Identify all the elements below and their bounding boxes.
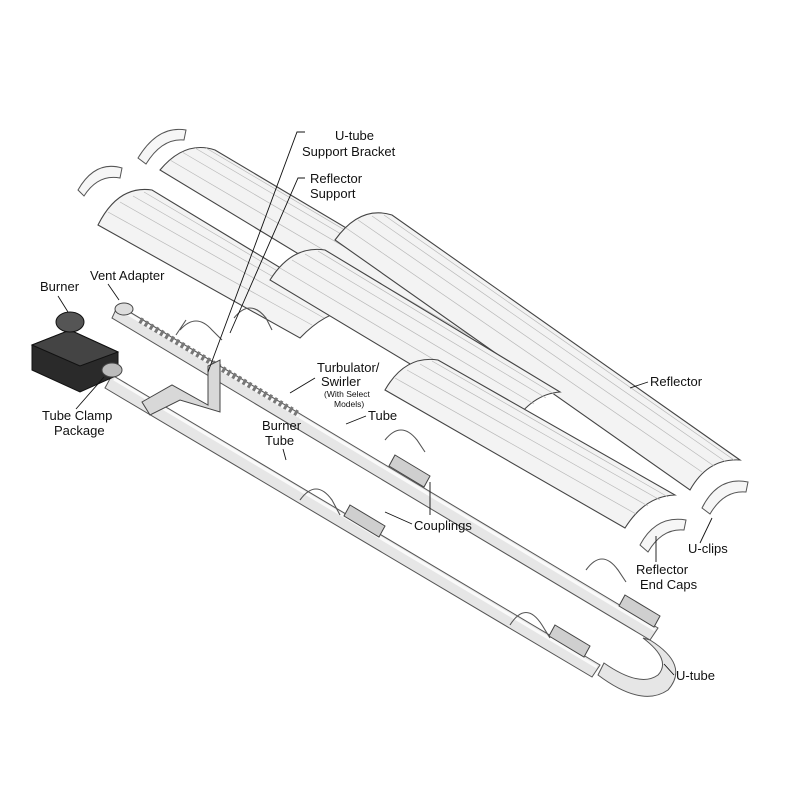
reflector-front-left	[97, 188, 352, 339]
svg-text:Package: Package	[54, 423, 105, 438]
reflector-end-cap-top-2	[137, 128, 187, 165]
svg-text:Tube: Tube	[265, 433, 294, 448]
reflector-back-right	[334, 212, 742, 491]
svg-text:(With Select: (With Select	[324, 389, 370, 399]
hanger-6	[585, 558, 627, 583]
hanger-4	[384, 429, 426, 453]
tube-clamp	[101, 362, 123, 378]
reflector-front-right	[384, 358, 677, 529]
coupling-lower-1	[343, 504, 386, 538]
hanger-5	[509, 611, 551, 639]
label-vent-adapter: Vent Adapter	[90, 268, 165, 301]
svg-text:Vent Adapter: Vent Adapter	[90, 268, 165, 283]
label-u-tube-support-bracket: U-tube Support Bracket	[207, 128, 396, 373]
label-u-clips: U-clips	[688, 517, 728, 556]
reflector-end-cap-top-1	[77, 165, 123, 197]
label-reflector-end-caps: Reflector End Caps	[636, 536, 698, 592]
svg-text:Burner: Burner	[40, 279, 80, 294]
svg-text:Reflector: Reflector	[636, 562, 689, 577]
reflector-end-cap-bottom-1	[639, 518, 687, 553]
reflector-end-cap-bottom-2	[701, 480, 749, 515]
label-couplings: Couplings	[384, 482, 472, 533]
label-u-tube: U-tube	[663, 663, 715, 683]
coupling-upper-2	[618, 594, 661, 628]
svg-text:Burner: Burner	[262, 418, 302, 433]
u-tube-bend	[597, 637, 677, 697]
svg-text:Support Bracket: Support Bracket	[302, 144, 396, 159]
svg-text:Reflector: Reflector	[650, 374, 703, 389]
burner	[30, 311, 120, 393]
label-tube-clamp-package: Tube Clamp Package	[42, 376, 112, 438]
svg-text:Tube Clamp: Tube Clamp	[42, 408, 112, 423]
vent-adapter	[114, 302, 134, 316]
u-tube-support-bracket	[141, 359, 221, 416]
hanger-2	[233, 307, 273, 331]
label-burner: Burner	[40, 279, 80, 313]
svg-text:Turbulator/: Turbulator/	[317, 360, 380, 375]
hanger-1	[175, 319, 223, 341]
label-tube: Tube	[345, 408, 397, 425]
svg-text:Swirler: Swirler	[321, 374, 361, 389]
svg-text:End Caps: End Caps	[640, 577, 698, 592]
svg-text:U-clips: U-clips	[688, 541, 728, 556]
svg-text:U-tube: U-tube	[676, 668, 715, 683]
label-reflector: Reflector	[629, 374, 703, 389]
svg-text:U-tube: U-tube	[335, 128, 374, 143]
svg-text:Reflector: Reflector	[310, 171, 363, 186]
svg-text:Support: Support	[310, 186, 356, 201]
svg-text:Tube: Tube	[368, 408, 397, 423]
turbulator	[138, 317, 302, 418]
label-reflector-support: Reflector Support	[229, 171, 363, 334]
svg-text:Models): Models)	[334, 399, 364, 409]
coupling-upper-1	[388, 454, 431, 488]
label-burner-tube: Burner Tube	[262, 418, 302, 461]
label-turbulator: Turbulator/ Swirler (With Select Models)	[289, 360, 380, 409]
hanger-3	[299, 488, 341, 516]
svg-text:Couplings: Couplings	[414, 518, 472, 533]
coupling-lower-2	[548, 624, 591, 658]
